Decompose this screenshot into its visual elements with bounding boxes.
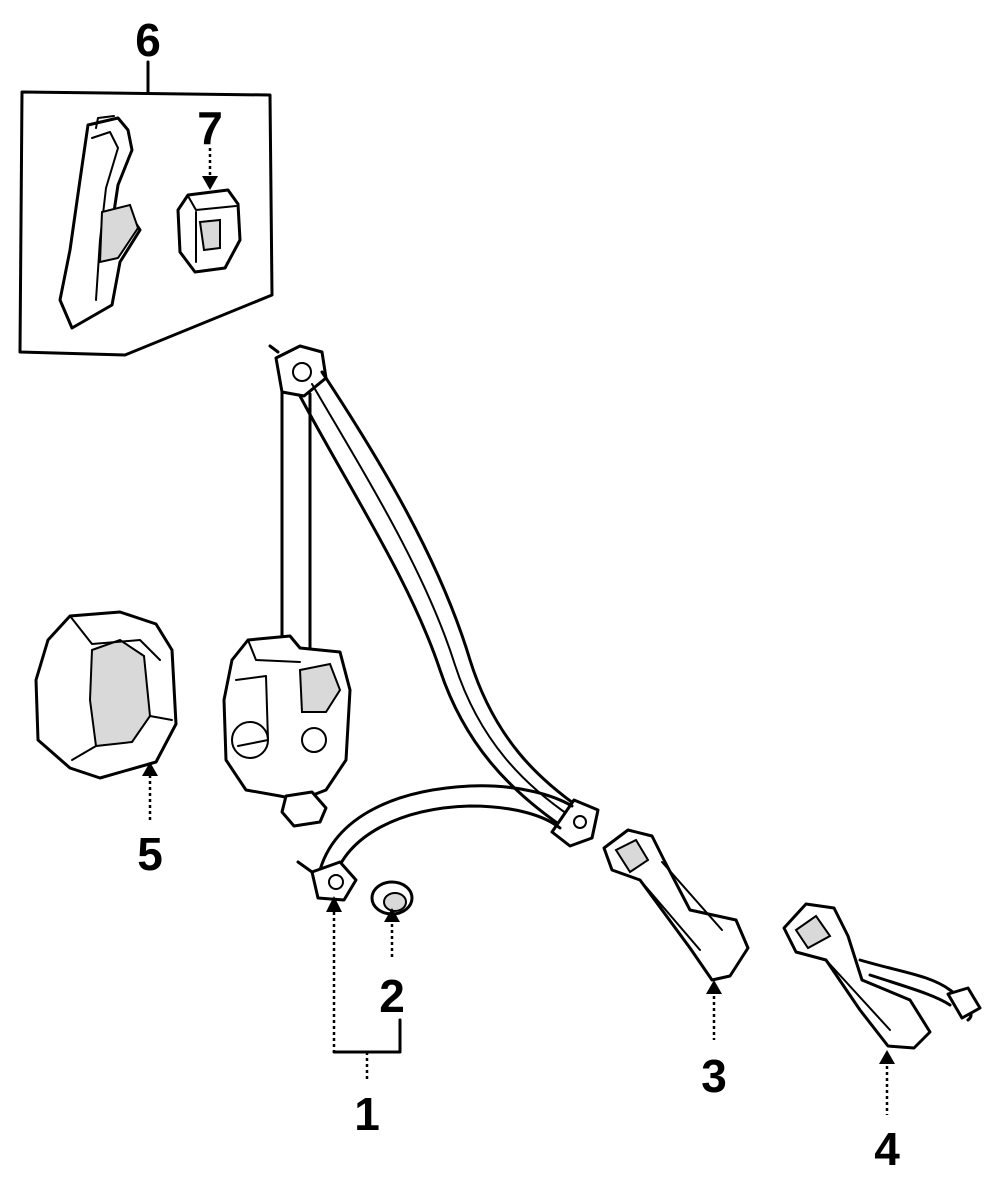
trim-cover [34, 610, 178, 780]
buckle-center [602, 828, 750, 982]
kit-box [18, 60, 274, 357]
leader-4 [879, 1050, 895, 1115]
callout-5: 5 [137, 828, 163, 880]
callout-3: 3 [701, 1050, 727, 1102]
callout-1: 1 [354, 1088, 380, 1140]
bushing [370, 880, 414, 916]
leader-2 [384, 908, 400, 960]
callout-2: 2 [379, 970, 405, 1022]
leader-3 [706, 980, 722, 1040]
leader-7 [202, 148, 218, 190]
callout-6: 6 [135, 14, 161, 66]
leader-1 [326, 896, 402, 1080]
leader-5 [142, 762, 158, 820]
callout-4: 4 [874, 1123, 900, 1175]
guide-bracket [58, 115, 142, 330]
buckle-outer [782, 902, 982, 1050]
callout-7: 7 [197, 102, 223, 154]
seat-belt-assembly [222, 344, 600, 902]
cover-cap [176, 188, 242, 274]
